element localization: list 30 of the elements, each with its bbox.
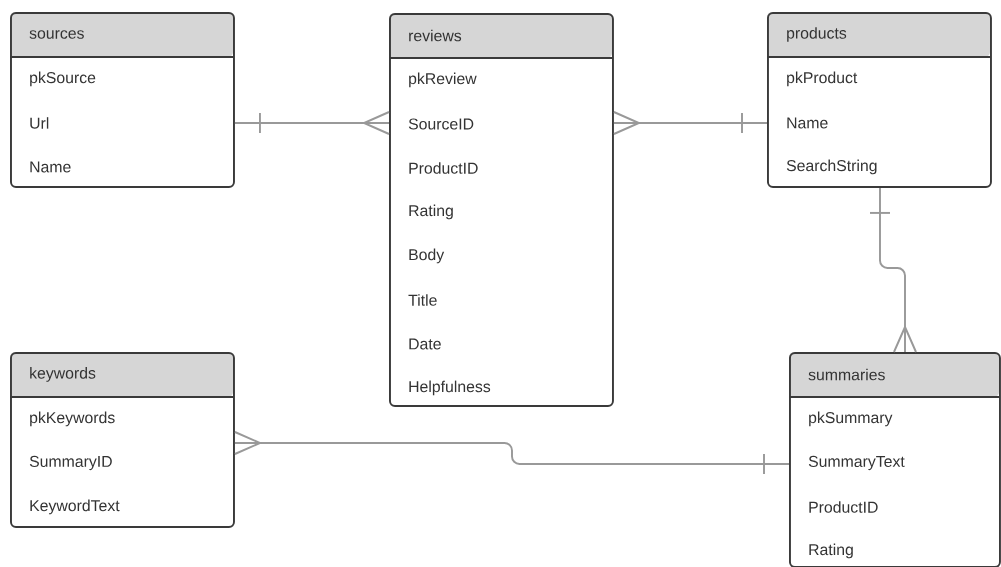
table-title: keywords [30,367,96,382]
field-name: Url [30,117,49,129]
table-title: reviews [409,29,462,42]
field-name: Title [408,294,437,306]
field-name: ProductID [409,162,478,174]
field-name: SearchString [786,159,877,175]
field-name: Rating [409,204,453,220]
field-name: pkProduct [787,71,858,87]
relationship-line [612,111,768,135]
field-name: Helpfulness [409,380,491,396]
field-name: pkSummary [809,411,893,427]
field-name: Body [409,248,445,264]
field-name: Name [787,117,828,129]
field-name: SourceID [408,118,474,130]
field-name: pkReview [409,72,477,88]
field-name: pkSource [30,71,96,87]
field-name: Name [30,161,71,173]
field-name: KeywordText [30,499,120,515]
table-title: summaries [808,368,885,381]
relationship-line [869,186,917,353]
table-title: products [787,27,847,42]
relationship-line [233,431,790,475]
field-name: Date [409,338,441,350]
field-name: Rating [809,543,853,559]
field-name: SummaryID [29,455,112,471]
field-name: pkKeywords [30,411,115,427]
relationship-line [233,111,390,135]
table-title: sources [29,30,84,39]
field-name: ProductID [809,501,878,513]
field-name: SummaryText [808,455,905,471]
